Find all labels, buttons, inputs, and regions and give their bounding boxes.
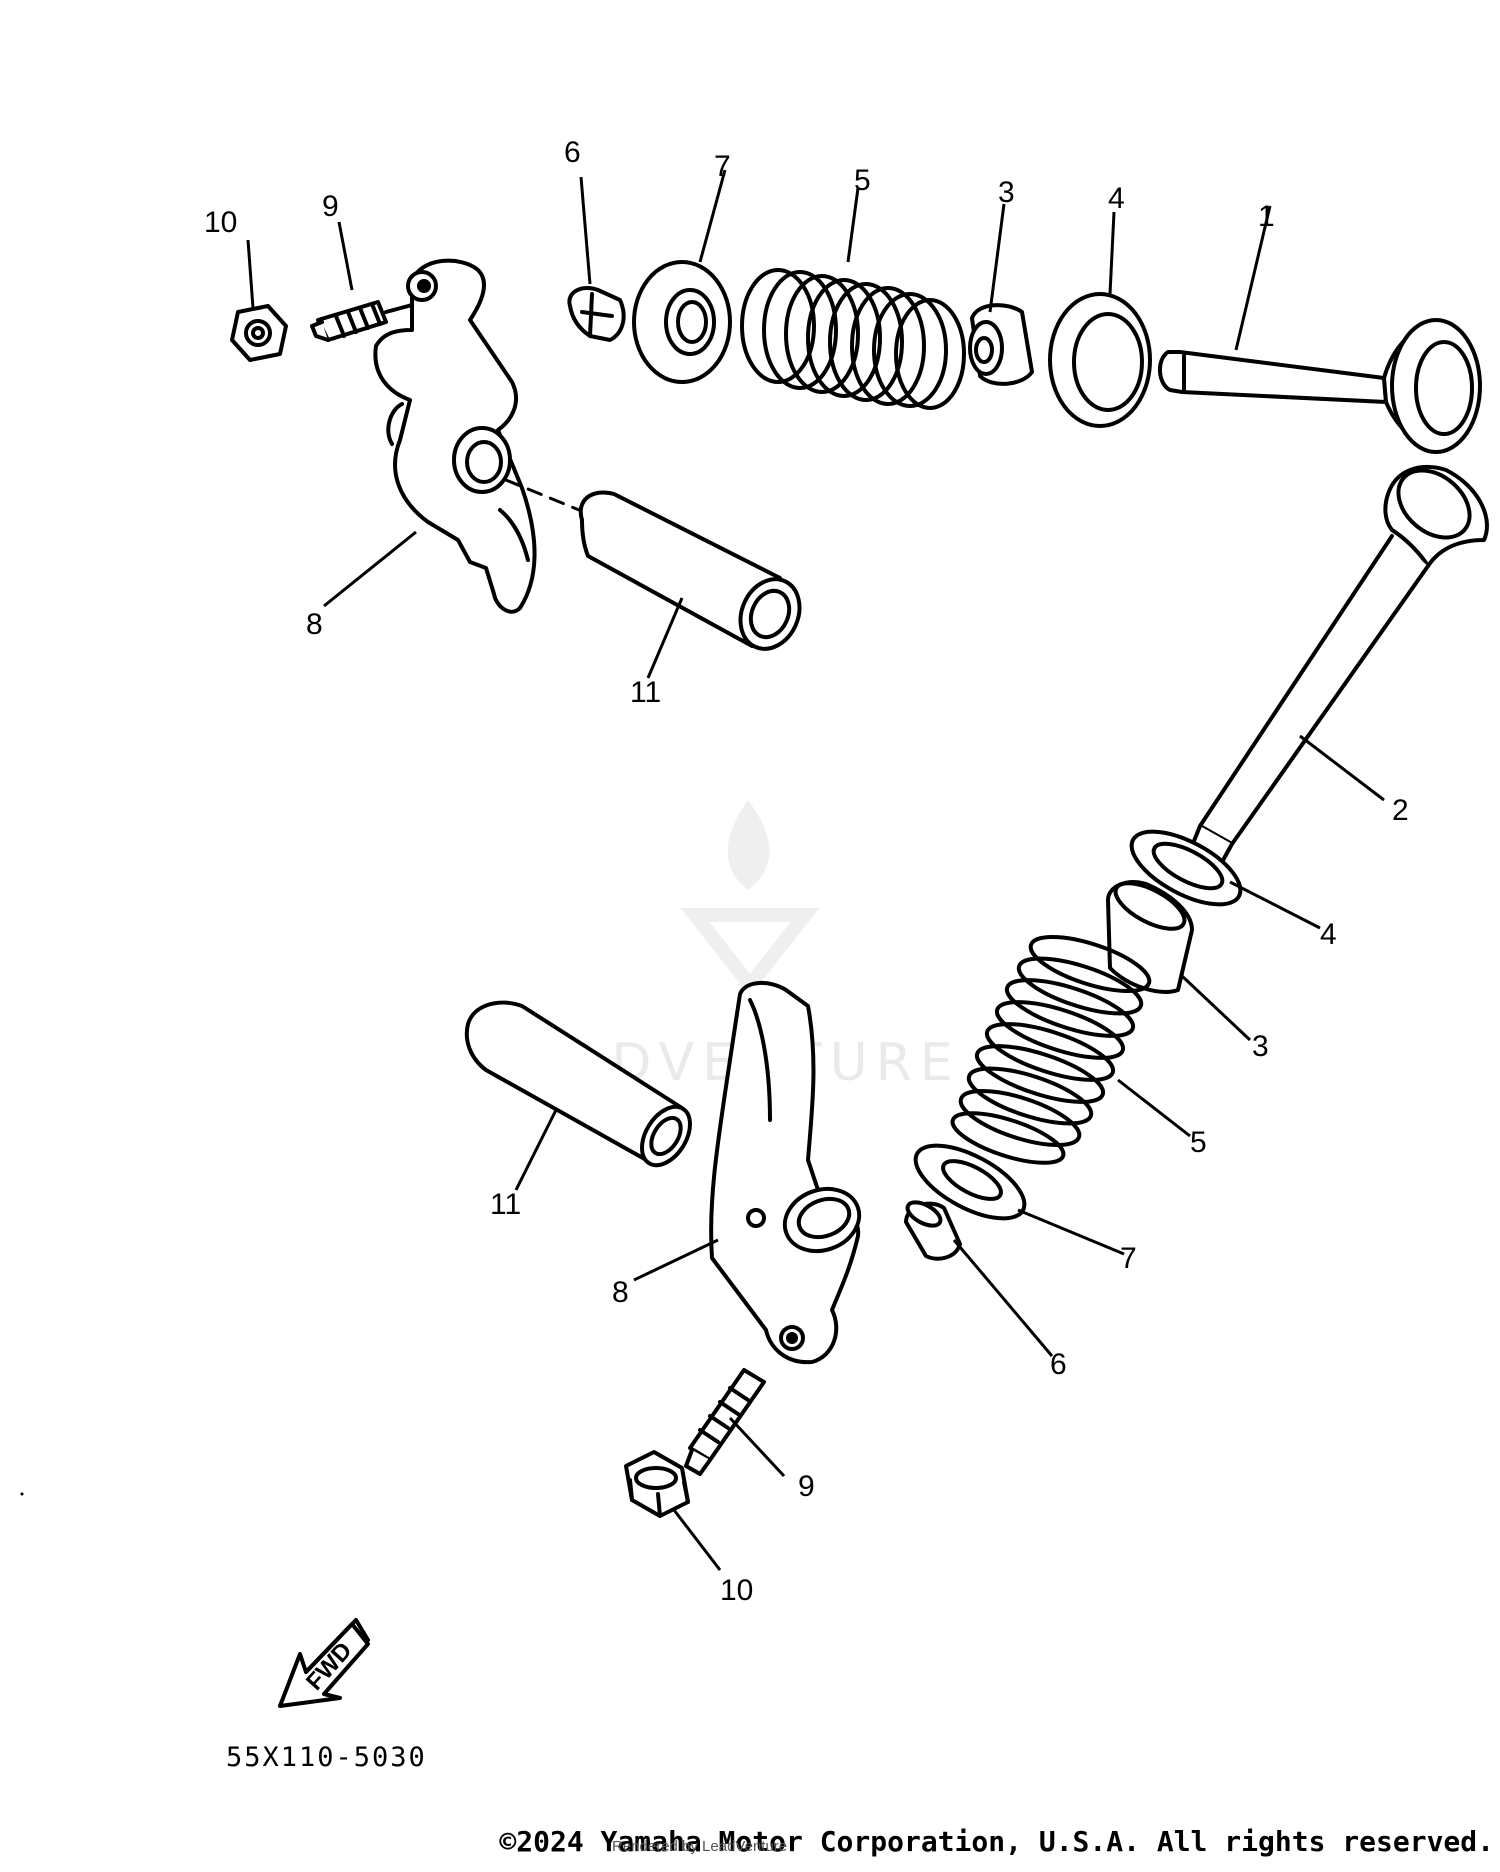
callout-top-7: 7 xyxy=(714,150,731,183)
callout-bottom-4: 4 xyxy=(1320,918,1337,951)
callout-top-8: 8 xyxy=(306,608,323,641)
valve-seal-top xyxy=(968,303,1034,386)
leader-lines xyxy=(246,169,1385,1571)
adjust-screw-bottom xyxy=(684,1368,766,1476)
rocker-arm-top xyxy=(373,258,537,614)
valve-cotter-bottom xyxy=(904,1200,962,1261)
nut-top xyxy=(230,304,288,362)
valve-intake xyxy=(1158,318,1482,454)
callout-bottom-3: 3 xyxy=(1252,1030,1269,1063)
spring-seat-top xyxy=(1048,292,1152,428)
fwd-arrow-icon xyxy=(278,1618,370,1708)
callout-bottom-7: 7 xyxy=(1120,1242,1137,1275)
callout-bottom-5: 5 xyxy=(1190,1126,1207,1159)
callout-bottom-2: 2 xyxy=(1392,794,1409,827)
callouts: 1 3 4 5 6 7 8 9 10 11 2 4 3 5 7 6 8 11 9… xyxy=(204,136,1409,1773)
valve-seal-bottom xyxy=(1106,880,1194,994)
axis-line-top xyxy=(504,478,586,514)
drawing-code: 55X110-5030 xyxy=(226,1742,427,1773)
callout-top-9: 9 xyxy=(322,190,339,223)
spring-retainer-bottom xyxy=(913,1143,1027,1221)
callout-top-10: 10 xyxy=(204,206,237,239)
callout-bottom-10: 10 xyxy=(720,1574,753,1607)
callout-bottom-9: 9 xyxy=(798,1470,815,1503)
callout-top-1: 1 xyxy=(1258,200,1275,233)
callout-top-5: 5 xyxy=(854,164,871,197)
callout-bottom-6: 6 xyxy=(1050,1348,1067,1381)
nut-bottom xyxy=(624,1450,690,1518)
callout-top-11: 11 xyxy=(630,676,661,709)
spring-seat-bottom xyxy=(1129,829,1243,907)
rocker-shaft-top xyxy=(578,490,802,651)
rendered-by-credit: Rendered by LeadVenture xyxy=(612,1838,788,1855)
callout-top-6: 6 xyxy=(564,136,581,169)
valve-exhaust xyxy=(1190,465,1489,864)
callout-top-3: 3 xyxy=(998,176,1015,209)
valve-cotter-top xyxy=(567,286,626,342)
adjust-screw-top xyxy=(310,300,414,342)
callout-top-4: 4 xyxy=(1108,182,1125,215)
callout-bottom-11: 11 xyxy=(490,1188,521,1221)
valve-spring-top xyxy=(740,268,966,410)
copyright-notice: ©2024 Yamaha Motor Corporation, U.S.A. A… xyxy=(499,1825,1494,1858)
spring-retainer-top xyxy=(632,260,732,384)
stray-dot xyxy=(20,1492,24,1496)
rocker-shaft-bottom xyxy=(464,1000,692,1168)
rocker-arm-bottom xyxy=(709,981,862,1365)
callout-bottom-8: 8 xyxy=(612,1276,629,1309)
valve-spring-bottom xyxy=(950,935,1152,1165)
